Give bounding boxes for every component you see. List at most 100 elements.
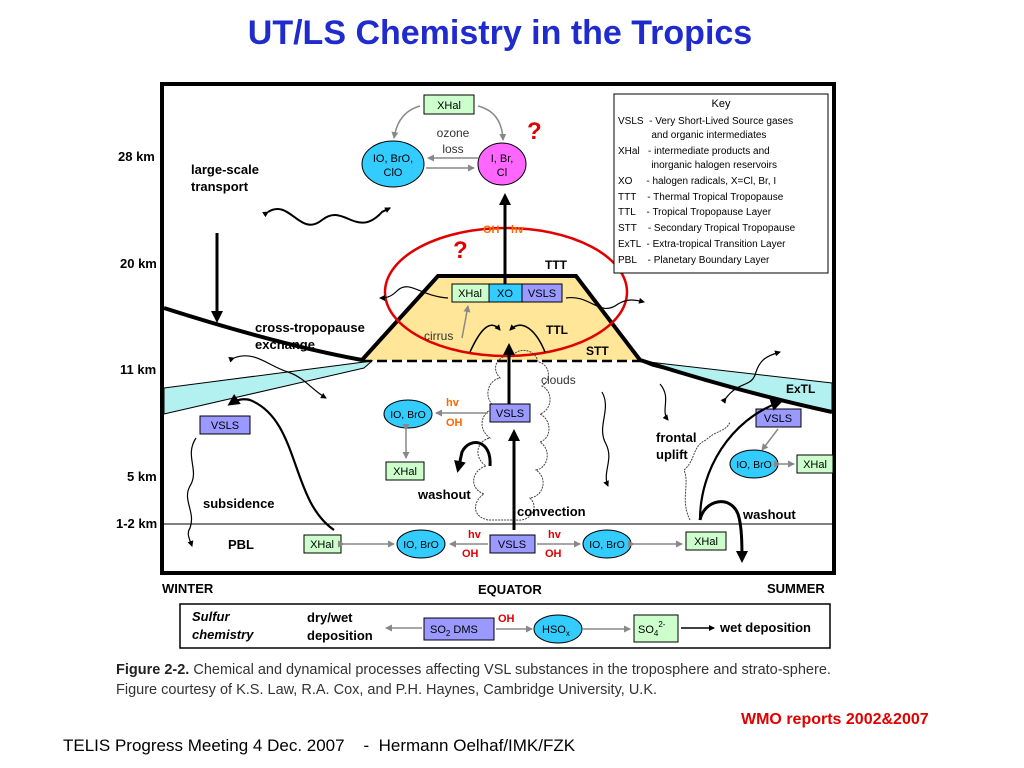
cirrus-label: cirrus <box>424 329 453 343</box>
hsox-ellipse <box>533 614 583 644</box>
ttt-label: TTT <box>545 258 568 272</box>
vsls-box-winter <box>199 415 251 435</box>
washout-arrow-left <box>454 441 492 473</box>
large-scale-label-2: transport <box>191 179 249 194</box>
xhal-label-mid: XHal <box>393 466 417 478</box>
outflow-arrow-left <box>379 286 449 301</box>
xhal-box-top <box>423 94 475 115</box>
vsls-box-mid <box>489 403 531 423</box>
extl-label: ExTL <box>786 382 815 396</box>
key-line-10: PBL - Planetary Boundary Layer <box>618 255 770 266</box>
xhal-label-pbl-right: XHal <box>694 536 718 548</box>
iobro-label-mid: IO, BrO <box>390 409 426 421</box>
equator-label: EQUATOR <box>478 582 542 597</box>
iobro-label-summer: IO, BrO <box>736 459 772 471</box>
cross-exchange-arrow-right <box>720 350 781 404</box>
washout-arrow-right <box>698 500 748 563</box>
ibrcl-label-2: Cl <box>497 167 507 179</box>
xhal-label-summer: XHal <box>803 459 827 471</box>
washout-label-right: washout <box>742 507 796 522</box>
so2-dms-box <box>423 617 495 641</box>
key-line-1: VSLS - Very Short-Lived Source gases <box>618 116 793 127</box>
summer-label: SUMMER <box>767 581 825 596</box>
frontal-cloud-outline <box>683 421 731 521</box>
summer-vsls-iobro-arrow <box>761 428 779 451</box>
hv-label-pbl-left: hv <box>468 529 482 541</box>
vsls-label-ttl: VSLS <box>528 288 556 300</box>
figure-caption: Figure 2-2. Chemical and dynamical proce… <box>116 660 876 700</box>
large-scale-label-1: large-scale <box>191 162 259 177</box>
cycle-arrow-2 <box>477 105 507 141</box>
sulfur-label-2: chemistry <box>192 627 254 642</box>
iobro-clo-ellipse <box>361 140 425 188</box>
iobro-clo-label-1: IO, BrO, <box>373 153 413 165</box>
slide-title: UT/LS Chemistry in the Tropics <box>247 14 753 52</box>
iobro-label-pbl-left: IO, BrO <box>403 539 439 551</box>
question-mark-ttl: ? <box>453 237 468 264</box>
winter-uplift-arrow <box>227 394 335 531</box>
key-line-2: and organic intermediates <box>618 130 766 141</box>
vsls-label-winter: VSLS <box>211 420 239 432</box>
wet-deposition-label: wet deposition <box>719 620 811 635</box>
pbl-label: PBL <box>228 537 254 552</box>
oh-label-ttl: OH <box>483 224 500 236</box>
oh-label-sulfur: OH <box>498 613 515 625</box>
cross-exchange-arrow-left <box>228 355 327 399</box>
hsox-label: HSOx <box>542 624 570 638</box>
ttl-loop-arrow-left <box>469 324 501 353</box>
winter-descent-wave <box>186 437 197 547</box>
altitude-1-2km: 1-2 km <box>116 516 157 531</box>
hv-label-mid: hv <box>446 397 460 409</box>
key-line-4: inorganic halogen reservoirs <box>618 160 777 171</box>
cross-tropopause-label-1: cross-tropopause <box>255 320 365 335</box>
oh-label-pbl-right: OH <box>545 548 562 560</box>
dry-wet-label-2: deposition <box>307 628 373 643</box>
descent-wave-mid <box>601 391 610 487</box>
key-title: Key <box>712 98 731 110</box>
xhal-label-ttl: XHal <box>458 288 482 300</box>
outflow-arrow-right <box>565 297 645 310</box>
xhal-box-mid <box>385 461 425 481</box>
altitude-11km: 11 km <box>120 362 156 377</box>
key-line-9: ExTL - Extra-tropical Transition Layer <box>618 239 786 250</box>
convection-label: convection <box>517 504 586 519</box>
sulfur-box <box>179 603 831 649</box>
xo-label-ttl: XO <box>497 288 513 300</box>
key-line-8: STT - Secondary Tropical Tropopause <box>618 223 796 234</box>
iobro-label-pbl-right: IO, BrO <box>589 539 625 551</box>
oh-label-mid: OH <box>446 417 463 429</box>
altitude-20km: 20 km <box>120 256 157 271</box>
cross-tropopause-label-2: exchange <box>255 337 315 352</box>
cycle-arrow-1 <box>391 105 421 139</box>
xhal-label-pbl-left: XHal <box>310 539 334 551</box>
xhal-box-pbl-right <box>685 531 727 551</box>
hv-label-pbl-right: hv <box>548 529 562 541</box>
ttl-label: TTL <box>546 323 568 337</box>
key-line-6: TTT - Thermal Tropical Tropopause <box>618 192 784 203</box>
subsidence-label: subsidence <box>203 496 275 511</box>
source-note: WMO reports 2002&2007 <box>741 711 929 728</box>
winter-label: WINTER <box>162 581 214 596</box>
dry-wet-label-1: dry/wet <box>307 610 353 625</box>
xhal-box-summer <box>796 454 834 474</box>
cloud-outline <box>473 349 551 521</box>
frontal-label-2: uplift <box>656 447 688 462</box>
vsls-label-summer: VSLS <box>764 413 792 425</box>
iobro-ellipse-pbl-left <box>396 529 446 559</box>
transport-wave-arrow <box>262 207 391 226</box>
ibrcl-label-1: I, Br, <box>491 153 514 165</box>
ozone-loss-label-2: loss <box>442 142 463 156</box>
iobro-clo-label-2: ClO <box>384 167 403 179</box>
key-line-3: XHal - intermediate products and <box>618 146 770 157</box>
ibrcl-ellipse <box>477 142 527 186</box>
key-box <box>613 93 829 274</box>
slide-footer: TELIS Progress Meeting 4 Dec. 2007 - Her… <box>63 736 576 755</box>
so4-box <box>633 614 679 643</box>
altitude-5km: 5 km <box>127 469 157 484</box>
oh-label-pbl-left: OH <box>462 548 479 560</box>
xhal-label-top: XHal <box>437 100 461 112</box>
vsls-label-pbl: VSLS <box>498 539 526 551</box>
key-line-5: XO - halogen radicals, X=Cl, Br, I <box>618 176 776 187</box>
vsls-label-mid: VSLS <box>496 408 524 420</box>
